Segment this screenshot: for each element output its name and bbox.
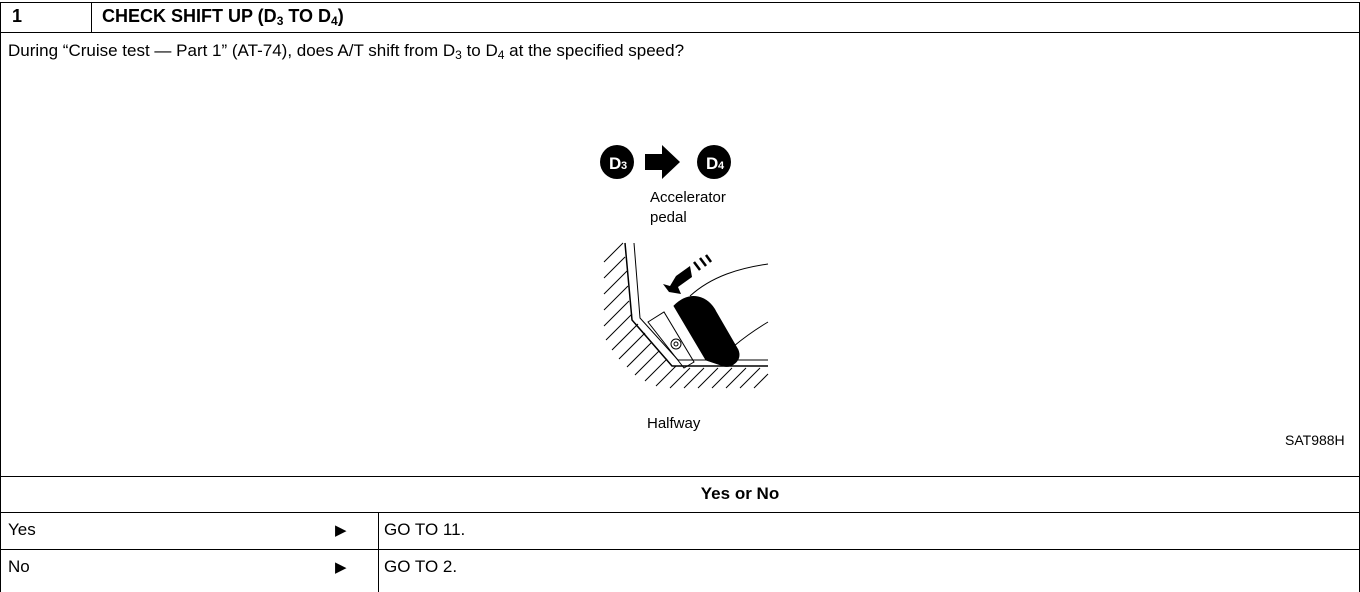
- step-title-suffix: ): [337, 6, 344, 26]
- answer-yes-arrow-icon: ▶: [335, 522, 347, 539]
- badge-d4-letter: D: [706, 154, 718, 173]
- figure-label-line1: Accelerator: [650, 189, 726, 206]
- answer-no: No: [8, 557, 30, 576]
- figure-code: SAT988H: [1285, 432, 1345, 448]
- decision-label: Yes or No: [700, 484, 780, 503]
- figure-caption: Halfway: [647, 415, 701, 432]
- answer-yes: Yes: [8, 520, 36, 539]
- shift-arrow-icon: [645, 145, 680, 179]
- question-part3: at the specified speed?: [504, 41, 685, 60]
- question-part1: During “Cruise test — Part 1” (AT-74), d…: [8, 41, 456, 60]
- badge-d4-sub: 4: [718, 160, 725, 172]
- question-text: During “Cruise test — Part 1” (AT-74), d…: [8, 41, 684, 61]
- badge-d4-icon: D 4: [697, 145, 731, 179]
- badge-d3-sub: 3: [621, 160, 627, 172]
- pedal-illustration: [603, 242, 769, 389]
- question-sub1: 3: [455, 48, 462, 62]
- step-number: 1: [12, 6, 23, 26]
- question-part2: to D: [461, 41, 498, 60]
- answer-no-arrow-icon: ▶: [335, 559, 347, 576]
- step-title-mid: TO D: [283, 6, 332, 26]
- badge-d3-letter: D: [609, 154, 621, 173]
- answer-no-action: GO TO 2.: [384, 557, 458, 576]
- step-title-sub1: 3: [276, 14, 284, 28]
- step-title-prefix: CHECK SHIFT UP (D: [102, 6, 277, 26]
- badge-d3-icon: D 3: [600, 145, 634, 179]
- step-title: CHECK SHIFT UP (D3 TO D4): [102, 6, 344, 27]
- figure-label-line2: pedal: [650, 209, 687, 226]
- step-title-sub2: 4: [331, 14, 338, 28]
- answer-yes-action: GO TO 11.: [384, 520, 466, 539]
- question-sub2: 4: [497, 48, 505, 62]
